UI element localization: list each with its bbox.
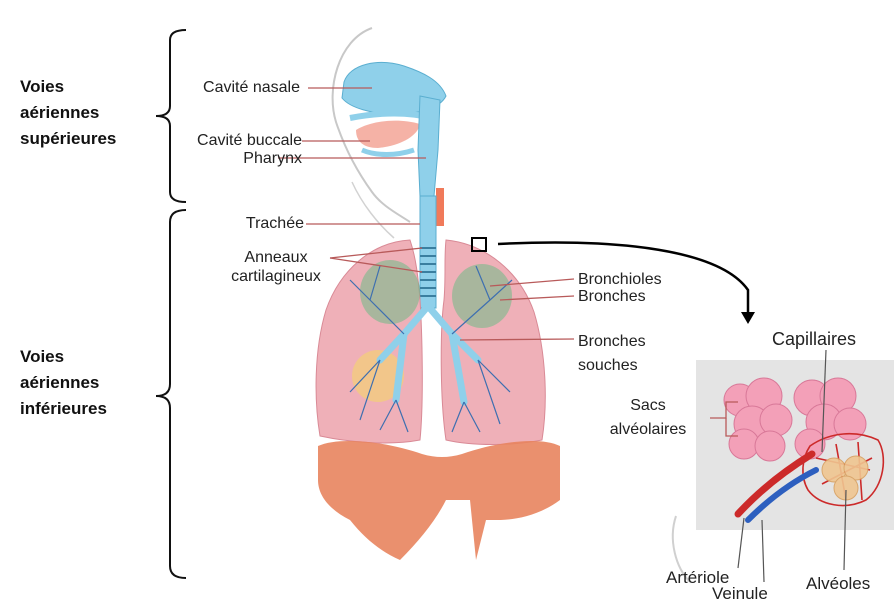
alveolar-sacs-label-line1: Sacs xyxy=(598,394,698,418)
tongue-shape xyxy=(362,150,414,155)
diaphragm-shape xyxy=(318,441,560,560)
trachea-shape xyxy=(420,196,436,308)
upper-airways-bracket xyxy=(156,30,186,202)
main-bronchi-label: Bronches souches xyxy=(578,330,646,378)
neck-outline xyxy=(352,182,394,238)
zoom-arrow-head xyxy=(741,312,755,324)
cartilage-rings xyxy=(420,248,436,296)
capillaries-label: Capillaires xyxy=(772,330,856,349)
cartilage-rings-label: Anneaux cartilagineux xyxy=(214,248,338,286)
venule-label: Veinule xyxy=(712,584,768,603)
esophagus-shape xyxy=(436,188,444,226)
cartilage-rings-label-line2: cartilagineux xyxy=(214,267,338,286)
upper-airways-group-label: Voies aériennes supérieures xyxy=(20,74,116,152)
oral-cavity-label: Cavité buccale xyxy=(197,131,302,150)
main-bronchi-label-line1: Bronches xyxy=(578,330,646,354)
bronchi-label: Bronches xyxy=(578,287,646,306)
upper-airways-label-line2: aériennes xyxy=(20,100,116,126)
alveolar-sacs-label-line2: alvéolaires xyxy=(598,418,698,442)
left-upper-green-region xyxy=(360,260,420,324)
cartilage-rings-label-line1: Anneaux xyxy=(214,248,338,267)
right-upper-green-region xyxy=(452,264,512,328)
alveolar-sacs-label: Sacs alvéolaires xyxy=(598,394,698,442)
main-bronchi-label-line2: souches xyxy=(578,354,646,378)
lower-airways-bracket xyxy=(156,210,186,578)
alveoli-label: Alvéoles xyxy=(806,574,870,593)
upper-airways-label-line1: Voies xyxy=(20,74,116,100)
lower-airways-label-line2: aériennes xyxy=(20,370,107,396)
upper-airways-label-line3: supérieures xyxy=(20,126,116,152)
lower-airways-label-line1: Voies xyxy=(20,344,107,370)
pharynx-label: Pharynx xyxy=(243,149,302,168)
lower-airways-group-label: Voies aériennes inférieures xyxy=(20,344,107,422)
nasal-cavity-label: Cavité nasale xyxy=(203,78,300,97)
trachea-label: Trachée xyxy=(246,214,304,233)
oral-cavity-shape xyxy=(356,121,420,148)
lower-airways-label-line3: inférieures xyxy=(20,396,107,422)
pharynx-shape xyxy=(418,96,440,196)
